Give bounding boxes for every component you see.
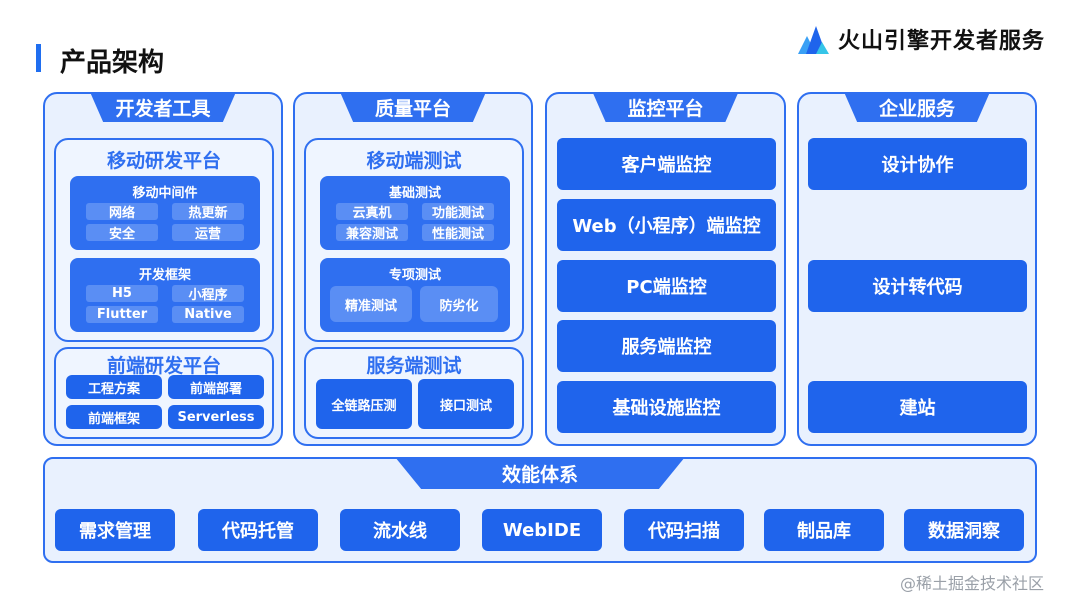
watermark: @稀土掘金技术社区 — [900, 574, 1045, 593]
chip-flutter[interactable]: Flutter — [86, 306, 158, 323]
column-title: 质量平台 — [340, 92, 486, 122]
dev-framework-card: 开发框架 H5 小程序 Flutter Native — [70, 258, 260, 332]
btn-pipeline[interactable]: 流水线 — [340, 509, 460, 551]
special-test-card: 专项测试 精准测试 防劣化 — [320, 258, 510, 332]
btn-artifact-repo[interactable]: 制品库 — [764, 509, 884, 551]
panel-title: 前端研发平台 — [106, 355, 221, 377]
btn-server-monitor[interactable]: 服务端监控 — [557, 320, 776, 372]
chip-compat-test[interactable]: 兼容测试 — [336, 224, 408, 242]
title-accent-bar — [36, 44, 41, 72]
btn-api-test[interactable]: 接口测试 — [418, 379, 514, 429]
chip-precise-test[interactable]: 精准测试 — [330, 286, 412, 322]
btn-webide[interactable]: WebIDE — [482, 509, 602, 551]
card-title: 开发框架 — [138, 268, 191, 283]
btn-requirements[interactable]: 需求管理 — [55, 509, 175, 551]
btn-engineering-solution[interactable]: 工程方案 — [66, 375, 162, 399]
btn-code-hosting[interactable]: 代码托管 — [198, 509, 318, 551]
panel-title: 服务端测试 — [366, 355, 462, 377]
btn-web-mini-program-monitor[interactable]: Web（小程序）端监控 — [557, 199, 776, 251]
card-title: 移动中间件 — [132, 186, 198, 201]
card-title: 基础测试 — [388, 186, 441, 201]
efficiency-title: 效能体系 — [395, 457, 685, 489]
btn-site-builder[interactable]: 建站 — [808, 381, 1027, 433]
server-test-panel: 服务端测试 全链路压测 接口测试 — [304, 347, 524, 439]
mobile-dev-platform: 移动研发平台 移动中间件 网络 热更新 安全 运营 开发框架 H5 小程序 Fl… — [54, 138, 274, 342]
chip-native[interactable]: Native — [172, 306, 244, 323]
panel-title: 移动研发平台 — [106, 150, 221, 172]
column-enterprise: 企业服务 设计协作 设计转代码 建站 — [797, 92, 1037, 446]
column-title: 开发者工具 — [90, 92, 236, 122]
mobile-middleware-card: 移动中间件 网络 热更新 安全 运营 — [70, 176, 260, 250]
frontend-dev-platform: 前端研发平台 工程方案 前端部署 前端框架 Serverless — [54, 347, 274, 439]
btn-frontend-deploy[interactable]: 前端部署 — [168, 375, 264, 399]
btn-client-monitor[interactable]: 客户端监控 — [557, 138, 776, 190]
btn-infra-monitor[interactable]: 基础设施监控 — [557, 381, 776, 433]
btn-serverless[interactable]: Serverless — [168, 405, 264, 429]
brand: 火山引擎开发者服务 — [796, 22, 1045, 56]
column-dev-tools: 开发者工具 移动研发平台 移动中间件 网络 热更新 安全 运营 开发框架 H5 … — [43, 92, 283, 446]
chip-hot-update[interactable]: 热更新 — [172, 203, 244, 221]
column-quality: 质量平台 移动端测试 基础测试 云真机 功能测试 兼容测试 性能测试 专项测试 … — [293, 92, 533, 446]
card-title: 专项测试 — [388, 268, 441, 283]
column-monitor: 监控平台 客户端监控 Web（小程序）端监控 PC端监控 服务端监控 基础设施监… — [545, 92, 786, 446]
btn-design-collab[interactable]: 设计协作 — [808, 138, 1027, 190]
efficiency-system: 效能体系 需求管理 代码托管 流水线 WebIDE 代码扫描 制品库 数据洞察 — [43, 457, 1037, 563]
chip-operation[interactable]: 运营 — [172, 224, 244, 242]
chip-function-test[interactable]: 功能测试 — [422, 203, 494, 221]
btn-data-insight[interactable]: 数据洞察 — [904, 509, 1024, 551]
brand-name: 火山引擎开发者服务 — [838, 29, 1046, 54]
column-title: 企业服务 — [844, 92, 990, 122]
basic-test-card: 基础测试 云真机 功能测试 兼容测试 性能测试 — [320, 176, 510, 250]
btn-pc-monitor[interactable]: PC端监控 — [557, 260, 776, 312]
btn-full-link-stress-test[interactable]: 全链路压测 — [316, 379, 412, 429]
volcengine-logo-icon — [798, 26, 829, 54]
chip-anti-degrade[interactable]: 防劣化 — [420, 286, 498, 322]
chip-cloud-device[interactable]: 云真机 — [336, 203, 408, 221]
chip-security[interactable]: 安全 — [86, 224, 158, 242]
page-title: 产品架构 — [60, 48, 165, 78]
column-title: 监控平台 — [592, 92, 739, 122]
chip-mini-program[interactable]: 小程序 — [172, 285, 244, 303]
chip-perf-test[interactable]: 性能测试 — [422, 224, 494, 242]
panel-title: 移动端测试 — [366, 150, 462, 172]
btn-frontend-framework[interactable]: 前端框架 — [66, 405, 162, 429]
mobile-test-panel: 移动端测试 基础测试 云真机 功能测试 兼容测试 性能测试 专项测试 精准测试 … — [304, 138, 524, 342]
btn-design-to-code[interactable]: 设计转代码 — [808, 260, 1027, 312]
chip-h5[interactable]: H5 — [86, 285, 158, 302]
btn-code-scan[interactable]: 代码扫描 — [624, 509, 744, 551]
chip-network[interactable]: 网络 — [86, 203, 158, 221]
